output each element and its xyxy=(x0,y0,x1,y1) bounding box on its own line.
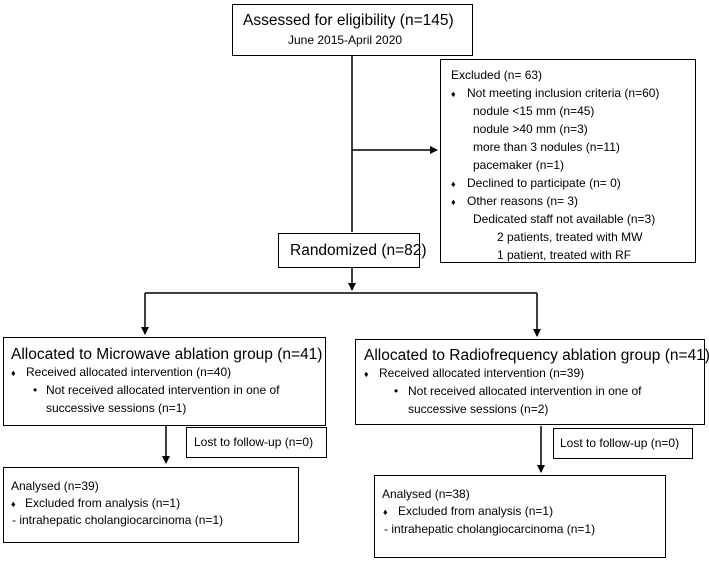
rf-analysed-title: Analysed (n=38) xyxy=(382,487,470,501)
rf-received: Received allocated intervention (n=39) xyxy=(379,366,585,380)
other-reasons-sub: 1 patient, treated with RF xyxy=(497,248,632,262)
mw-analysed-title: Analysed (n=39) xyxy=(11,479,99,493)
rf-excluded-detail: - intrahepatic cholangiocarcinoma (n=1) xyxy=(384,522,596,536)
mw-excluded-analysis: Excluded from analysis (n=1) xyxy=(25,496,181,510)
bullet-icon: ♦ xyxy=(383,507,388,517)
criteria-item: nodule >40 mm (n=3) xyxy=(473,122,588,136)
mw-not-received: Not received allocated intervention in o… xyxy=(46,383,280,397)
mw-received: Received allocated intervention (n=40) xyxy=(26,365,232,379)
randomized-box: Randomized (n=82) xyxy=(278,233,427,268)
criteria-item: pacemaker (n=1) xyxy=(473,158,565,172)
excluded-other-reasons: Other reasons (n= 3) xyxy=(467,194,579,208)
rf-lost-box: Lost to follow-up (n=0) xyxy=(553,428,693,459)
mw-allocation-box: Allocated to Microwave ablation group (n… xyxy=(3,337,326,426)
rf-excluded-analysis: Excluded from analysis (n=1) xyxy=(398,504,554,518)
mw-lost-label: Lost to follow-up (n=0) xyxy=(194,435,314,449)
excluded-box: Excluded (n= 63) ♦ Not meeting inclusion… xyxy=(440,59,696,263)
randomized-title: Randomized (n=82) xyxy=(290,242,427,259)
criteria-item: nodule <15 mm (n=45) xyxy=(473,104,595,118)
excluded-title: Excluded (n= 63) xyxy=(451,68,543,82)
mw-not-received-cont: successive sessions (n=1) xyxy=(46,401,187,415)
other-reasons-detail: Dedicated staff not available (n=3) xyxy=(473,212,656,226)
criteria-item: more than 3 nodules (n=11) xyxy=(473,140,620,154)
bullet-icon: ♦ xyxy=(451,197,456,207)
rf-allocation-box: Allocated to Radiofrequency ablation gro… xyxy=(355,339,709,425)
mw-analysed-box: Analysed (n=39) ♦ Excluded from analysis… xyxy=(3,467,299,543)
bullet-icon: ♦ xyxy=(451,89,456,99)
assessed-box: Assessed for eligibility (n=145) June 20… xyxy=(232,4,473,56)
bullet-icon: ♦ xyxy=(11,368,16,378)
mw-lost-box: Lost to follow-up (n=0) xyxy=(186,427,327,458)
rf-not-received: Not received allocated intervention in o… xyxy=(408,384,642,398)
rf-allocation-title: Allocated to Radiofrequency ablation gro… xyxy=(364,347,709,364)
assessed-title: Assessed for eligibility (n=145) xyxy=(243,12,454,29)
mw-allocation-title: Allocated to Microwave ablation group (n… xyxy=(11,346,323,363)
assessed-period: June 2015-April 2020 xyxy=(288,33,403,47)
dot-icon: • xyxy=(394,384,399,398)
bullet-icon: ♦ xyxy=(451,179,456,189)
rf-lost-label: Lost to follow-up (n=0) xyxy=(560,436,680,450)
rf-not-received-cont: successive sessions (n=2) xyxy=(408,402,549,416)
bullet-icon: ♦ xyxy=(364,369,369,379)
excluded-not-meeting-criteria: Not meeting inclusion criteria (n=60) xyxy=(467,86,660,100)
rf-analysed-box: Analysed (n=38) ♦ Excluded from analysis… xyxy=(374,475,666,558)
dot-icon: • xyxy=(33,383,38,397)
bullet-icon: ♦ xyxy=(11,499,16,509)
other-reasons-sub: 2 patients, treated with MW xyxy=(497,230,643,244)
excluded-declined: Declined to participate (n= 0) xyxy=(467,176,621,190)
mw-excluded-detail: - intrahepatic cholangiocarcinoma (n=1) xyxy=(12,513,224,527)
